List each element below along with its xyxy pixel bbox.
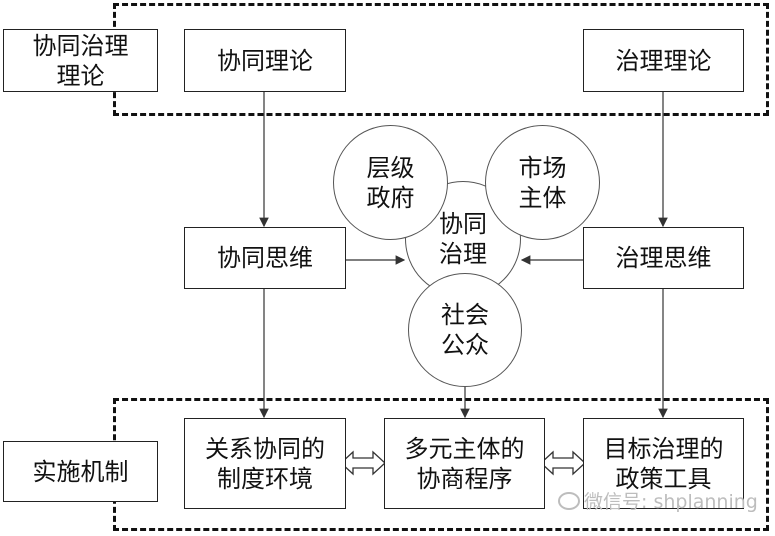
double-arrow-right	[540, 450, 586, 476]
watermark-text: 微信号: shplanning	[584, 491, 758, 513]
negotiation-procedure-box: 多元主体的 协商程序	[384, 418, 545, 509]
double-arrow-left	[340, 450, 386, 476]
collab-theory-box: 协同理论	[184, 29, 346, 92]
implementation-mechanism-box: 实施机制	[3, 441, 158, 502]
institutional-environment-box: 关系协同的 制度环境	[184, 418, 346, 509]
wechat-icon	[558, 491, 580, 510]
collab-thinking-box: 协同思维	[184, 227, 346, 289]
policy-tools-box: 目标治理的 政策工具	[583, 418, 744, 509]
hierarchical-government-circle: 层级 政府	[333, 125, 448, 240]
collab-governance-theory-box: 协同治理 理论	[3, 29, 158, 92]
market-entity-circle: 市场 主体	[485, 125, 600, 240]
governance-thinking-box: 治理思维	[583, 227, 744, 289]
governance-theory-box: 治理理论	[583, 29, 744, 92]
social-public-circle: 社会 公众	[408, 273, 522, 387]
watermark: 微信号: shplanning	[558, 487, 758, 514]
